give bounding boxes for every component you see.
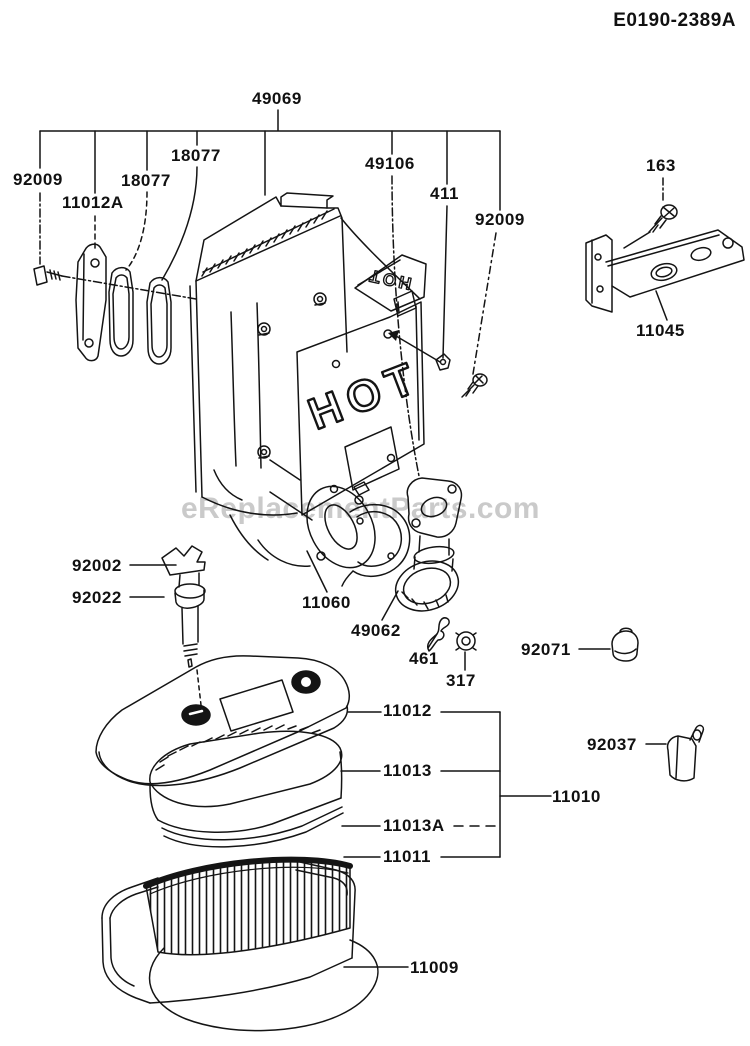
part-label-18077-a: 18077 [171, 146, 221, 165]
part-label-18077-b: 18077 [121, 171, 171, 190]
part-label-163: 163 [646, 156, 676, 175]
shield-flap: HOT [355, 255, 426, 316]
clip-461 [428, 618, 449, 651]
part-label-411: 411 [430, 184, 459, 203]
screw-163 [624, 178, 677, 248]
collar-92022 [175, 584, 205, 608]
part-label-92002: 92002 [72, 556, 122, 575]
muffler-body-49069 [190, 193, 420, 566]
part-label-11009: 11009 [410, 958, 459, 977]
flange-gasket [293, 474, 388, 579]
bottom-bracket-lines [341, 712, 551, 857]
gasket-18077-a [109, 268, 133, 356]
muffler-bolt [258, 323, 270, 335]
part-label-11060: 11060 [302, 593, 351, 612]
part-label-49106: 49106 [365, 154, 415, 173]
bracket-11045 [586, 230, 744, 320]
paper-element-11011 [146, 860, 350, 955]
part-label-11045: 11045 [636, 321, 685, 340]
part-label-11013: 11013 [383, 761, 432, 780]
part-label-49062: 49062 [351, 621, 401, 640]
screw-92009-right [462, 374, 487, 397]
part-label-92009-right: 92009 [475, 210, 525, 229]
base-11009 [102, 862, 408, 1031]
part-label-461: 461 [409, 649, 439, 668]
plate-11012a [76, 244, 106, 360]
part-label-49069: 49069 [252, 89, 302, 108]
wing-bolt-92002 [130, 546, 205, 705]
cap-92071 [579, 628, 638, 661]
heat-plate-11060 [307, 505, 410, 592]
clip-92037 [646, 725, 703, 780]
exhaust-outlet-49106 [382, 478, 465, 620]
precleaner-11013a [162, 807, 343, 847]
part-label-11012a: 11012A [62, 193, 124, 212]
part-label-11012: 11012 [383, 701, 432, 720]
muffler-bolt [258, 446, 270, 458]
part-label-92037: 92037 [587, 735, 637, 754]
air-cleaner-cover-11012 [96, 656, 349, 786]
part-label-92009-left: 92009 [13, 170, 63, 189]
part-label-11010: 11010 [552, 787, 601, 806]
part-label-92071: 92071 [521, 640, 571, 659]
gasket-18077-b [147, 278, 171, 364]
part-label-11013a: 11013A [383, 816, 445, 835]
part-label-92022: 92022 [72, 588, 122, 607]
part-label-11011: 11011 [383, 847, 431, 866]
drawing-number: E0190-2389A [613, 10, 736, 31]
foam-element-11013 [150, 725, 342, 832]
muffler-bolt [314, 293, 326, 305]
nut-317 [456, 632, 476, 670]
watermark: eReplacementParts.com [181, 492, 540, 525]
top-bracket-lines [40, 110, 500, 476]
arrow-411-to-shield [388, 330, 440, 362]
part-label-317: 317 [446, 671, 476, 690]
